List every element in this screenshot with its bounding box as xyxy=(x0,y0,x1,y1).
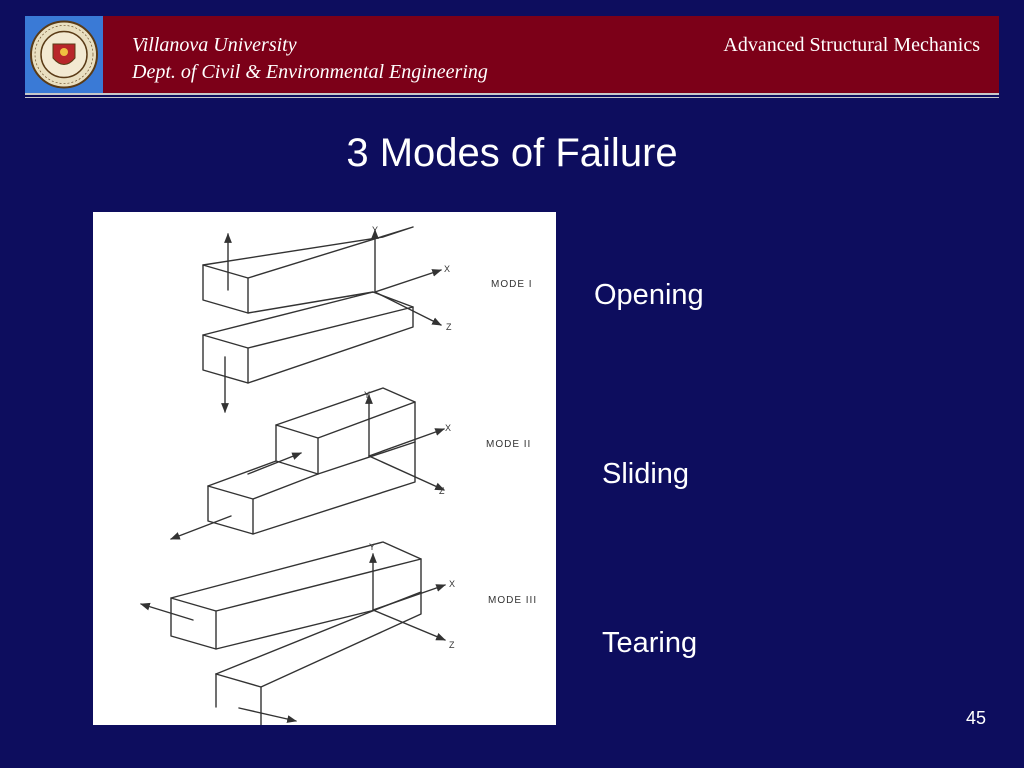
header-divider xyxy=(25,93,999,95)
mode-1-tag: MODE I xyxy=(491,279,533,290)
slide-number: 45 xyxy=(966,708,987,728)
mode-tearing-label: Tearing xyxy=(602,627,698,659)
mode-3-tag: MODE III xyxy=(488,595,538,606)
university-name: Villanova University xyxy=(132,34,297,56)
department-name: Dept. of Civil & Environmental Engineeri… xyxy=(132,61,488,83)
mode-2-x-label: X xyxy=(445,423,452,433)
mode-2-y-label: Y xyxy=(364,390,371,400)
mode-1-z-label: Z xyxy=(446,322,452,332)
header-divider-thin xyxy=(25,97,999,98)
failure-modes-drawing xyxy=(140,226,446,725)
mode-opening-label: Opening xyxy=(594,279,704,311)
course-title: Advanced Structural Mechanics xyxy=(723,34,980,56)
seal-icon xyxy=(30,20,98,89)
mode-3-drawing xyxy=(140,541,446,725)
mode-sliding-label: Sliding xyxy=(602,458,690,490)
mode-2-z-label: Z xyxy=(439,486,445,496)
mode-2-drawing xyxy=(170,387,445,540)
mode-1-drawing xyxy=(202,226,442,413)
university-seal-logo xyxy=(25,16,103,93)
failure-modes-figure: MODE I MODE II MODE III Y X Z Y X Z Y X … xyxy=(93,212,556,725)
mode-3-y-label: Y xyxy=(369,542,376,552)
mode-1-y-label: Y xyxy=(372,225,379,235)
mode-2-tag: MODE II xyxy=(486,439,532,450)
slide-title: 3 Modes of Failure xyxy=(346,131,678,175)
mode-3-x-label: X xyxy=(449,579,456,589)
header-band xyxy=(25,16,999,93)
mode-3-z-label: Z xyxy=(449,640,455,650)
mode-1-x-label: X xyxy=(444,264,451,274)
